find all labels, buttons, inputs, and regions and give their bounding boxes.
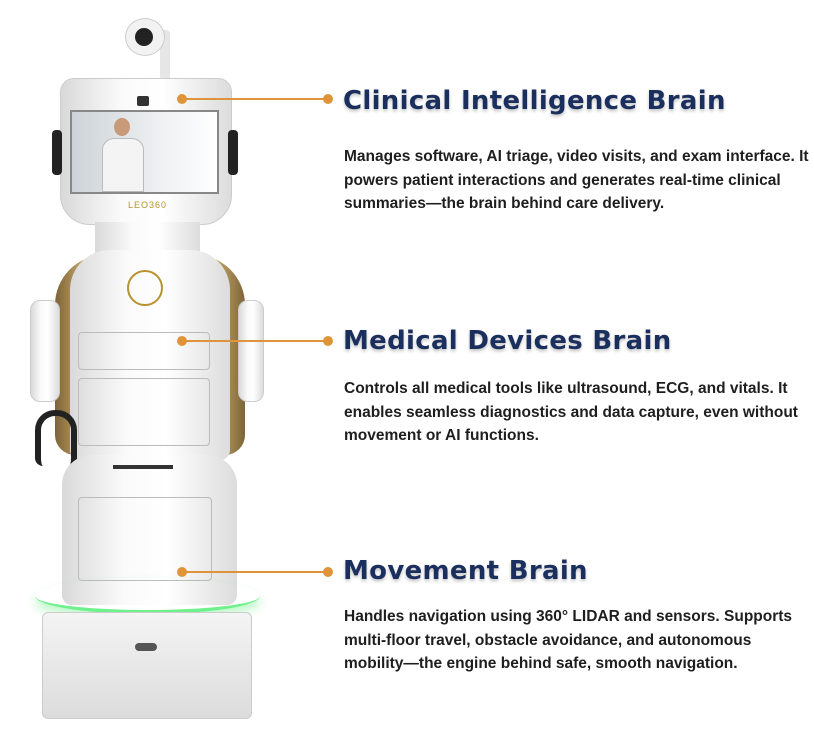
section-title-clinical: Clinical Intelligence Brain (343, 86, 726, 116)
section-title-devices: Medical Devices Brain (343, 326, 672, 356)
brand-label: LEO360 (128, 200, 168, 210)
robot-base (42, 612, 252, 719)
connector-dot-2 (323, 336, 333, 346)
base-sensor (135, 643, 157, 651)
doctor-image (102, 118, 144, 192)
lion-logo (127, 270, 163, 306)
connector-dot-3 (323, 567, 333, 577)
ear-right (228, 130, 238, 175)
ear-left (52, 130, 62, 175)
connector-line-2 (182, 340, 328, 342)
led-ring (35, 578, 260, 614)
head-sensor (137, 96, 149, 106)
drawer (78, 378, 210, 446)
device-panel (78, 332, 210, 370)
connector-line-3 (182, 571, 328, 573)
connector-dot-1 (323, 94, 333, 104)
camera-mast (160, 30, 170, 80)
camera-icon (125, 18, 165, 56)
headset-icon (35, 410, 77, 466)
arm-left (30, 300, 60, 402)
card-slot (113, 465, 173, 469)
section-title-movement: Movement Brain (343, 556, 588, 586)
section-desc-movement: Handles navigation using 360° LIDAR and … (344, 608, 793, 672)
arm-right (238, 300, 264, 402)
connector-line-1 (182, 98, 328, 100)
section-desc-devices: Controls all medical tools like ultrasou… (344, 380, 798, 444)
lower-panel (78, 497, 212, 581)
video-screen (70, 110, 219, 194)
section-desc-clinical: Manages software, AI triage, video visit… (344, 148, 809, 212)
